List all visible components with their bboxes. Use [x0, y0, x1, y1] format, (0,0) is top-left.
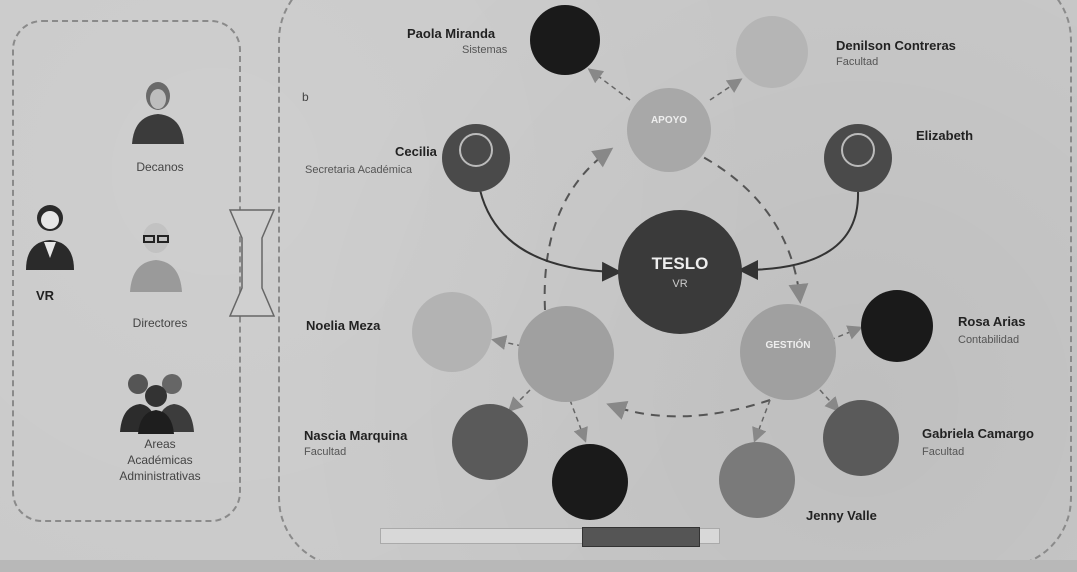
arrow-elizabeth-to-center	[738, 191, 860, 280]
bidirectional-arrow-icon	[228, 209, 276, 317]
bottom-strip	[0, 560, 1077, 572]
denilson-role: Facultad	[836, 56, 879, 68]
nascia-role: Facultad	[304, 446, 347, 458]
gabriela-role: Facultad	[922, 446, 965, 458]
node-center	[618, 210, 742, 334]
cecilia-name: Cecilia	[395, 144, 437, 159]
directores-label: Directores	[132, 316, 188, 330]
gestion-title: GESTIÓN	[765, 340, 811, 351]
denilson-name: Denilson Contreras	[836, 38, 956, 53]
arrow-hub3-to-noelia	[491, 335, 523, 350]
vr-label: VR	[36, 288, 55, 303]
left-legend-panel	[12, 20, 241, 522]
node-bottom	[552, 444, 628, 520]
node-gestion-hub	[740, 304, 836, 400]
vr-avatar-icon	[26, 205, 74, 270]
jenny-name: Jenny Valle	[806, 508, 877, 523]
node-apoyo-hub	[627, 88, 711, 172]
cecilia-role: Secretaria Académica	[305, 164, 412, 176]
rosa-name: Rosa Arias	[958, 314, 1026, 329]
node-gabriela	[823, 400, 899, 476]
node-nascia	[452, 404, 528, 480]
cycle-dashed-arc-top	[689, 149, 809, 304]
node-noelia	[412, 292, 492, 372]
cycle-dashed-arc-left	[543, 147, 614, 311]
corner-mark: b	[302, 90, 309, 104]
node-cecilia	[442, 124, 510, 192]
node-hub3	[518, 306, 614, 402]
paola-name: Paola Miranda	[407, 26, 496, 41]
arrow-hub3-to-nascia	[507, 389, 531, 413]
arrow-apoyo-to-paola	[587, 68, 631, 101]
gabriela-name: Gabriela Camargo	[922, 426, 1034, 441]
overlay-button[interactable]	[582, 527, 700, 547]
node-denilson	[736, 16, 808, 88]
paola-role: Sistemas	[462, 44, 508, 56]
dean-avatar-icon	[132, 82, 184, 144]
arrow-gestion-to-gabriela	[819, 389, 841, 413]
elizabeth-name: Elizabeth	[916, 128, 974, 143]
arrow-apoyo-to-denilson	[709, 78, 743, 101]
areas-label: Areas Académicas Administrativas	[119, 437, 201, 483]
arrow-gestion-to-rosa	[829, 325, 863, 341]
arrow-gestion-to-jenny	[752, 399, 771, 443]
director-avatar-icon	[130, 223, 182, 292]
arrow-cecilia-to-center	[479, 189, 622, 282]
decanos-label: Decanos	[136, 160, 184, 174]
center-title: TESLO	[651, 254, 709, 273]
node-elizabeth	[824, 124, 892, 192]
apoyo-title: APOYO	[650, 115, 688, 126]
nascia-name: Nascia Marquina	[304, 428, 408, 443]
node-rosa	[861, 290, 933, 362]
node-jenny	[719, 442, 795, 518]
arrow-hub3-to-bottom	[569, 399, 588, 443]
node-paola	[530, 5, 600, 75]
cycle-dashed-arc-bottom	[606, 399, 771, 420]
noelia-name: Noelia Meza	[306, 318, 381, 333]
center-subtitle: VR	[672, 278, 688, 290]
rosa-role: Contabilidad	[958, 334, 1020, 346]
group-avatar-icon	[120, 374, 194, 434]
